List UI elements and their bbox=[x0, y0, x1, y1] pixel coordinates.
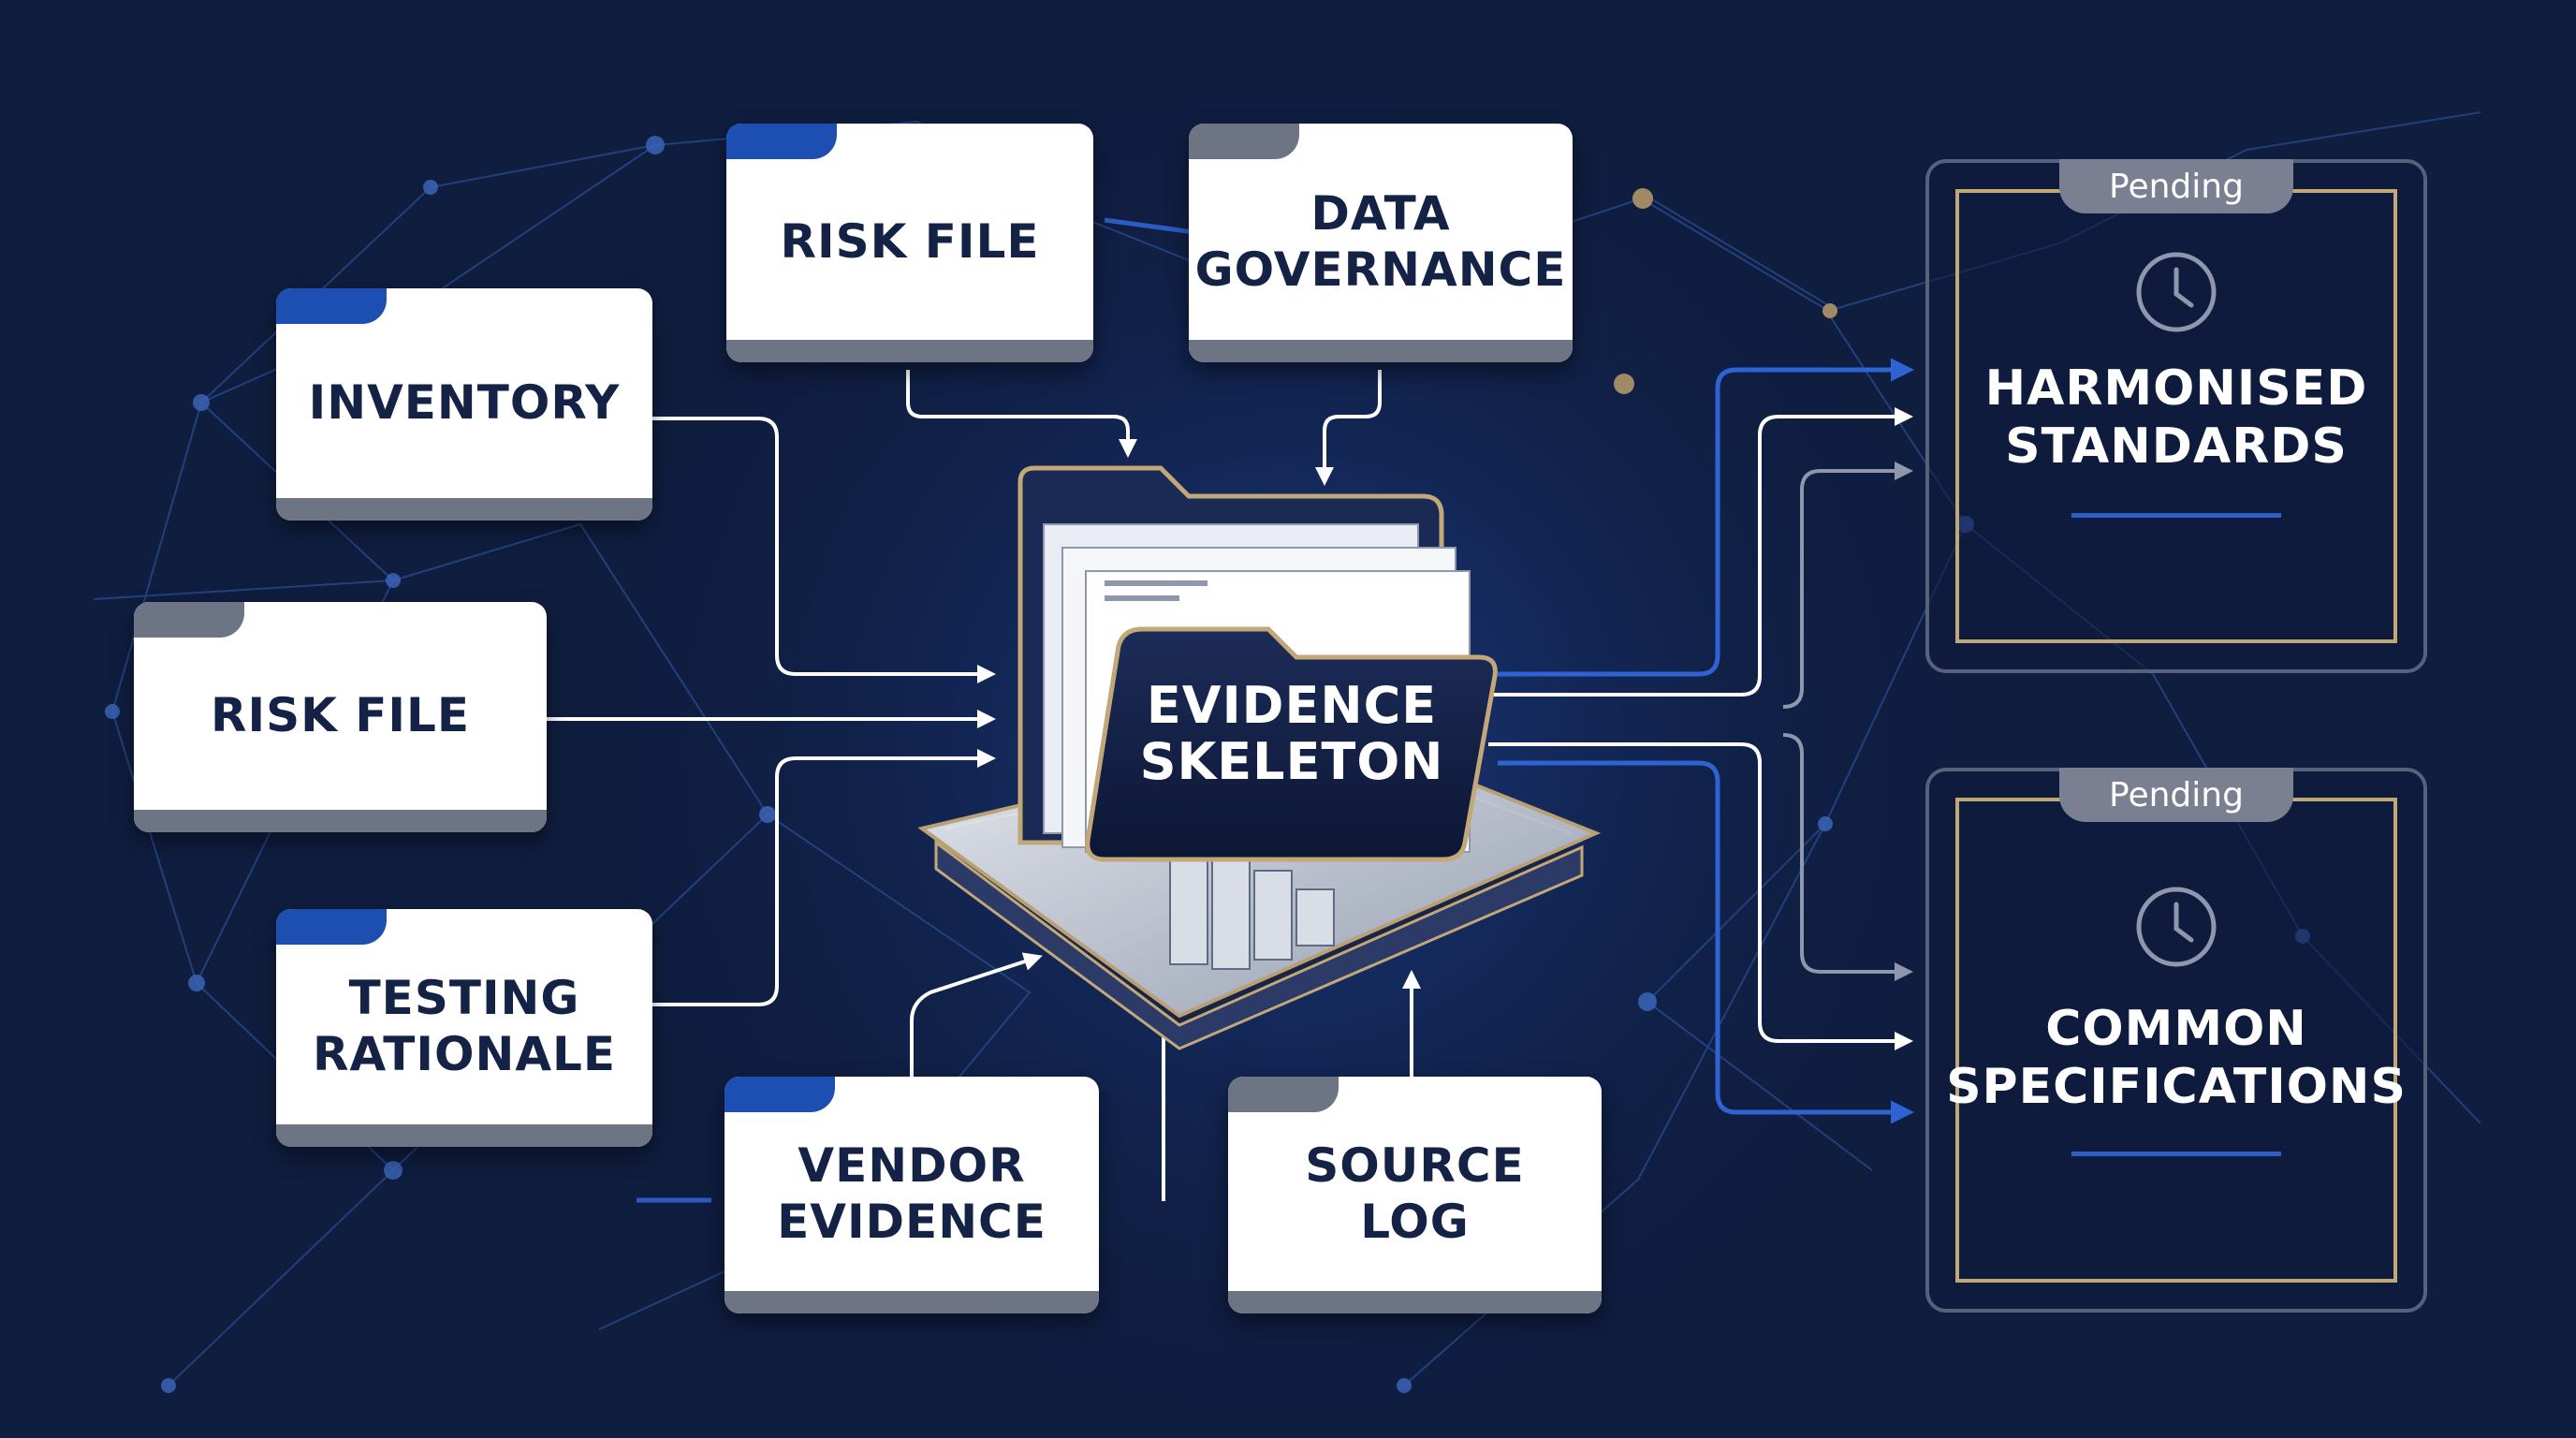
connector-out-common-white bbox=[1488, 742, 1913, 1050]
card-label: VENDOR EVIDENCE bbox=[777, 1137, 1046, 1249]
panel-title-text: HARMONISED STANDARDS bbox=[1984, 360, 2368, 475]
connector-out-common-blue bbox=[1498, 760, 1914, 1124]
card-tab bbox=[726, 124, 837, 159]
connector-out-harmonised-gray bbox=[1782, 462, 1913, 709]
card-label: INVENTORY bbox=[308, 375, 621, 430]
card-label: RISK FILE bbox=[210, 688, 471, 742]
panel-title: COMMON SPECIFICATIONS bbox=[1929, 1000, 2423, 1116]
connector-inventory bbox=[652, 417, 996, 683]
card-tab bbox=[1228, 1077, 1339, 1112]
center-label-text: EVIDENCE SKELETON bbox=[1139, 676, 1444, 791]
card-footer bbox=[134, 810, 547, 832]
card-footer bbox=[724, 1291, 1099, 1313]
card-risk-file-left: RISK FILE bbox=[134, 602, 547, 832]
connector-out-common-gray bbox=[1782, 733, 1913, 981]
accent-bar bbox=[2071, 513, 2281, 518]
center-label: EVIDENCE SKELETON bbox=[1086, 678, 1498, 790]
status-badge: Pending bbox=[2059, 768, 2293, 822]
panel-title-text: COMMON SPECIFICATIONS bbox=[1946, 1001, 2407, 1115]
card-data-governance: DATA GOVERNANCE bbox=[1189, 124, 1573, 362]
accent-bar bbox=[2071, 1152, 2281, 1156]
clock-icon bbox=[2136, 252, 2217, 332]
panel-harmonised-standards: Pending HARMONISED STANDARDS bbox=[1925, 159, 2427, 673]
card-testing-rationale: TESTING RATIONALE bbox=[276, 909, 652, 1147]
status-text: Pending bbox=[2109, 775, 2244, 814]
card-tab bbox=[1189, 124, 1299, 159]
clock-icon bbox=[2136, 887, 2217, 967]
card-tab bbox=[724, 1077, 835, 1112]
card-inventory: INVENTORY bbox=[276, 288, 652, 521]
card-risk-file-top: RISK FILE bbox=[726, 124, 1093, 362]
card-label: RISK FILE bbox=[780, 213, 1040, 269]
card-tab bbox=[276, 909, 387, 945]
connector-out-harmonised-white bbox=[1488, 407, 1913, 697]
connector-out-harmonised-blue bbox=[1498, 358, 1914, 677]
connector-risk-file-top bbox=[906, 370, 1137, 458]
card-label: TESTING RATIONALE bbox=[312, 971, 617, 1081]
connector-data-governance bbox=[1315, 370, 1382, 486]
card-source-log: SOURCE LOG bbox=[1228, 1077, 1602, 1313]
connector-testing-rationale bbox=[652, 749, 996, 1006]
card-label: DATA GOVERNANCE bbox=[1194, 185, 1567, 297]
connector-vendor-evidence bbox=[910, 952, 1043, 1077]
status-badge: Pending bbox=[2059, 159, 2293, 213]
card-vendor-evidence: VENDOR EVIDENCE bbox=[724, 1077, 1099, 1313]
card-footer bbox=[1189, 340, 1573, 362]
card-tab bbox=[134, 602, 244, 638]
panel-common-specifications: Pending COMMON SPECIFICATIONS bbox=[1925, 768, 2427, 1313]
panel-title: HARMONISED STANDARDS bbox=[1929, 360, 2423, 476]
card-footer bbox=[726, 340, 1093, 362]
card-label: SOURCE LOG bbox=[1305, 1137, 1525, 1249]
card-footer bbox=[1228, 1291, 1602, 1313]
card-footer bbox=[276, 1124, 652, 1147]
card-footer bbox=[276, 498, 652, 521]
status-text: Pending bbox=[2109, 167, 2244, 206]
card-tab bbox=[276, 288, 387, 324]
